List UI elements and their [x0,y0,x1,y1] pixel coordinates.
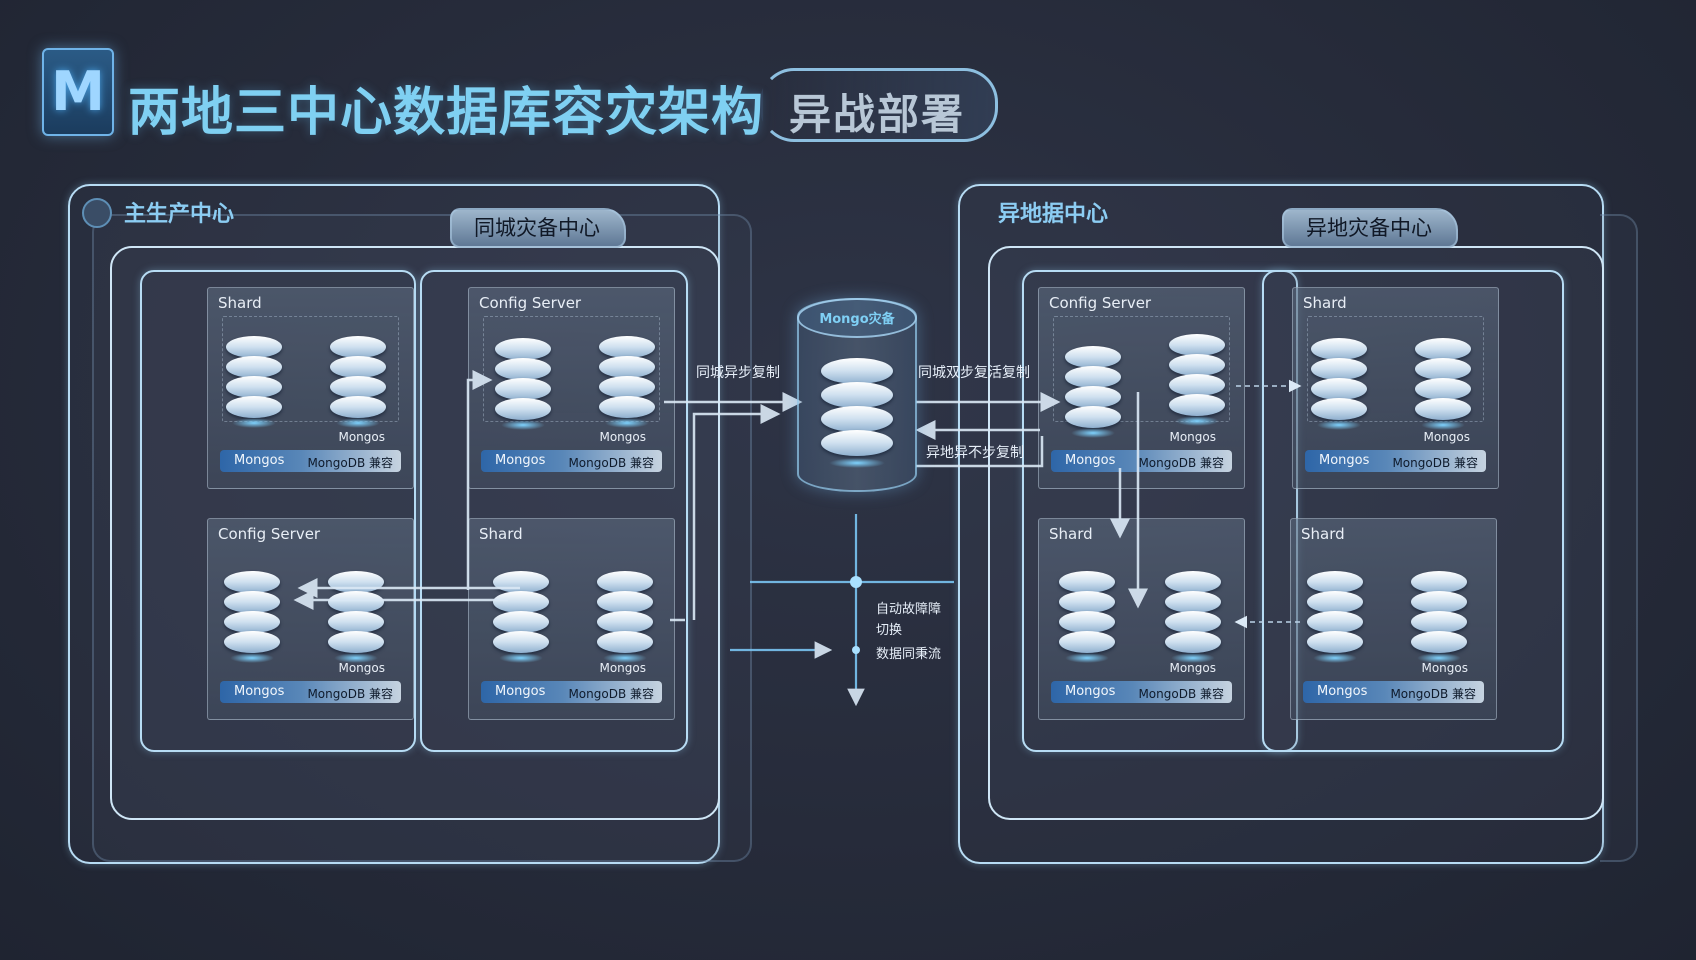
failover-note-line1: 自动故障障 [876,602,942,617]
flow-line-left-mid [692,404,781,620]
bar-right-label: MongoDB 兼容 [568,456,654,470]
database-icon [599,336,655,428]
bar-left-label: Mongos [495,684,546,699]
card-title: Config Server [1049,294,1152,312]
logo-letter: M [51,60,105,123]
consistency-node [852,646,860,654]
mongos-bar: Mongos MongoDB 兼容 [1051,450,1232,472]
mongos-label: Mongos [1169,661,1216,675]
failover-node [850,576,862,588]
central-database: Mongo灾备 [797,298,917,492]
bar-left-label: Mongos [234,684,285,699]
database-icon [1165,571,1221,663]
right-site-back-frame [1600,214,1638,862]
mongos-label: Mongos [1423,430,1470,444]
flow-label-right-top: 同城双步复活复制 [918,365,1030,381]
left-site-tab[interactable]: 同城灾备中心 [450,208,626,248]
bar-right-label: MongoDB 兼容 [307,456,393,470]
mongos-bar: Mongos MongoDB 兼容 [481,450,662,472]
title-tag-pill: 异战部署 [760,68,998,142]
failover-note-line2: 切换 [876,623,903,638]
mongos-label: Mongos [599,430,646,444]
left-site-label: 主生产中心 [124,202,235,227]
database-icon [821,358,893,468]
database-icon [224,571,280,663]
bar-right-label: MongoDB 兼容 [307,687,393,701]
flow-label-left-top: 同城异步复制 [696,365,780,381]
mongos-bar: Mongos MongoDB 兼容 [220,450,401,472]
bar-left-label: Mongos [234,453,285,468]
bar-right-label: MongoDB 兼容 [1138,456,1224,470]
card-inner-frame [1053,316,1230,422]
right-site-label: 异地据中心 [998,202,1109,227]
database-icon [330,336,386,428]
database-icon [1059,571,1115,663]
mongos-label: Mongos [599,661,646,675]
bar-left-label: Mongos [1065,453,1116,468]
database-icon [328,571,384,663]
left-site-marker-icon [82,198,112,228]
flow-label-right-bottom: 异地异不步复制 [926,445,1024,461]
bar-right-label: MongoDB 兼容 [1138,687,1224,701]
bar-right-label: MongoDB 兼容 [568,687,654,701]
mongos-bar: Mongos MongoDB 兼容 [1303,681,1484,703]
database-icon [1415,338,1471,430]
bar-right-label: MongoDB 兼容 [1392,456,1478,470]
bar-left-label: Mongos [1065,684,1116,699]
mongos-bar: Mongos MongoDB 兼容 [220,681,401,703]
flow-line-config-up [466,370,493,590]
mongos-bar: Mongos MongoDB 兼容 [1051,681,1232,703]
app-logo: M [42,48,114,136]
mongos-label: Mongos [338,661,385,675]
card-title: Shard [1049,525,1093,543]
card-inner-frame [222,316,399,422]
mongos-bar: Mongos MongoDB 兼容 [1305,450,1486,472]
bar-left-label: Mongos [495,453,546,468]
card-title: Shard [479,525,523,543]
card-title: Shard [1303,294,1347,312]
database-icon [1311,338,1367,430]
card-title: Shard [218,294,262,312]
card-inner-frame [1307,316,1484,422]
card-inner-frame [483,316,660,422]
bar-left-label: Mongos [1319,453,1370,468]
database-icon [597,571,653,663]
card-title: Config Server [479,294,582,312]
central-db-label: Mongo灾备 [819,312,895,327]
card-title: Config Server [218,525,321,543]
database-icon [1411,571,1467,663]
bar-right-label: MongoDB 兼容 [1390,687,1476,701]
database-icon [226,336,282,428]
bar-left-label: Mongos [1317,684,1368,699]
database-icon [1169,334,1225,426]
mongos-label: Mongos [1169,430,1216,444]
mongos-bar: Mongos MongoDB 兼容 [481,681,662,703]
database-icon [495,338,551,430]
right-site-tab[interactable]: 异地灾备中心 [1282,208,1458,248]
database-icon [1065,346,1121,438]
card-title: Shard [1301,525,1345,543]
flow-line-right-bottom [916,436,1044,468]
database-icon [1307,571,1363,663]
central-database-top: Mongo灾备 [797,298,917,338]
consistency-note: 数据同秉流 [876,647,942,662]
mongos-label: Mongos [338,430,385,444]
title-tag: 异战部署 [789,90,966,139]
page-title: 两地三中心数据库容灾架构 [128,83,765,143]
mongos-label: Mongos [1421,661,1468,675]
